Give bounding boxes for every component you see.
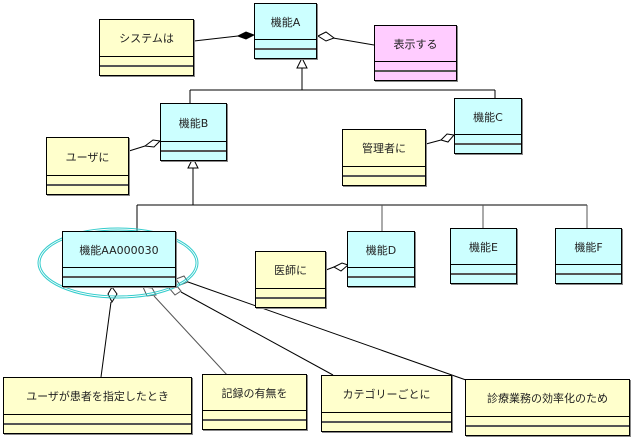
class-shinryo[interactable]: 診療業務の効率化のため bbox=[465, 379, 630, 436]
aggregation-line-user bbox=[128, 145, 146, 152]
class-kanri[interactable]: 管理者に bbox=[342, 129, 426, 186]
aggregation-line-kanri bbox=[425, 139, 442, 145]
class-kino-f[interactable]: 機能F bbox=[555, 228, 622, 284]
class-kino-a[interactable]: 機能A bbox=[254, 3, 317, 59]
class-name: ユーザに bbox=[65, 150, 110, 164]
attributes-section bbox=[256, 288, 325, 297]
operations-section bbox=[348, 276, 414, 286]
operations-section bbox=[255, 48, 316, 58]
class-name: 医師に bbox=[274, 264, 307, 277]
attributes-section bbox=[203, 410, 306, 419]
attributes-section bbox=[343, 166, 425, 175]
class-name: 記録の有無を bbox=[221, 386, 288, 400]
class-name: 機能E bbox=[469, 240, 498, 254]
operations-section bbox=[161, 150, 226, 160]
attributes-section bbox=[466, 416, 629, 425]
class-name: 表示する bbox=[393, 37, 438, 51]
class-kino-c[interactable]: 機能C bbox=[454, 98, 522, 154]
class-user[interactable]: ユーザに bbox=[46, 137, 129, 195]
attributes-section bbox=[556, 264, 621, 273]
aggregation-line-ishi bbox=[325, 266, 335, 271]
operations-section bbox=[4, 423, 191, 433]
class-user-kanja[interactable]: ユーザが患者を指定したとき bbox=[3, 377, 192, 434]
operations-section bbox=[451, 273, 516, 283]
aggregation-line-kiroku bbox=[153, 295, 229, 377]
operations-section bbox=[455, 143, 521, 153]
attributes-section bbox=[348, 267, 414, 276]
operations-section bbox=[100, 65, 193, 75]
class-name: システムは bbox=[119, 32, 174, 45]
highlight-ellipse bbox=[37, 227, 199, 299]
class-name: 機能C bbox=[473, 110, 503, 124]
operations-section bbox=[466, 425, 629, 435]
aggregation-line-hyoji bbox=[332, 37, 375, 46]
composition-diamond-system bbox=[236, 31, 256, 40]
class-name: 機能F bbox=[574, 240, 603, 254]
generalization-arrow-a bbox=[296, 56, 308, 69]
attributes-section bbox=[455, 134, 521, 143]
operations-section bbox=[556, 273, 621, 283]
class-name: 機能A bbox=[270, 15, 301, 29]
composition-line-system bbox=[193, 35, 239, 42]
attributes-section bbox=[161, 141, 226, 150]
attributes-section bbox=[322, 412, 451, 421]
class-name: 機能AA000030 bbox=[79, 243, 159, 257]
aggregation-line-category bbox=[180, 291, 334, 376]
aggregation-line-userkanja bbox=[100, 301, 112, 378]
aggregation-diamond-usekanja bbox=[107, 286, 118, 304]
class-kino-aa000030[interactable]: 機能AA000030 bbox=[62, 231, 176, 287]
aggregation-diamond-hyoji bbox=[316, 31, 336, 42]
attributes-section bbox=[451, 264, 516, 273]
class-ishi[interactable]: 医師に bbox=[255, 251, 326, 308]
operations-section bbox=[256, 297, 325, 307]
aggregation-diamond-kanri bbox=[440, 133, 455, 143]
aggregation-diamond-ishi bbox=[332, 262, 349, 272]
generalization-arrow-b bbox=[187, 156, 199, 169]
operations-section bbox=[375, 70, 456, 80]
attributes-section bbox=[4, 414, 191, 423]
class-category[interactable]: カテゴリーごとに bbox=[321, 375, 452, 432]
class-system[interactable]: システムは bbox=[99, 19, 194, 76]
class-name: ユーザが患者を指定したとき bbox=[26, 390, 169, 403]
attributes-section bbox=[255, 39, 316, 48]
attributes-section bbox=[63, 267, 175, 276]
class-name: 管理者に bbox=[362, 142, 406, 155]
class-kino-b[interactable]: 機能B bbox=[160, 103, 227, 161]
operations-section bbox=[322, 421, 451, 431]
operations-section bbox=[343, 175, 425, 185]
class-name: 機能B bbox=[178, 116, 209, 130]
class-kino-d[interactable]: 機能D bbox=[347, 231, 415, 287]
operations-section bbox=[203, 419, 306, 429]
class-name: 機能D bbox=[365, 243, 397, 257]
aggregation-line-shinryo bbox=[187, 281, 467, 381]
attributes-section bbox=[375, 61, 456, 70]
class-kino-e[interactable]: 機能E bbox=[450, 228, 517, 284]
aggregation-diamond-user bbox=[143, 139, 162, 148]
operations-section bbox=[63, 276, 175, 286]
class-name: カテゴリーごとに bbox=[342, 388, 431, 401]
operations-section bbox=[47, 184, 128, 194]
class-kiroku[interactable]: 記録の有無を bbox=[202, 374, 307, 430]
class-hyoji[interactable]: 表示する bbox=[374, 25, 457, 81]
class-name: 診療業務の効率化のため bbox=[487, 392, 608, 405]
attributes-section bbox=[100, 56, 193, 65]
attributes-section bbox=[47, 175, 128, 184]
